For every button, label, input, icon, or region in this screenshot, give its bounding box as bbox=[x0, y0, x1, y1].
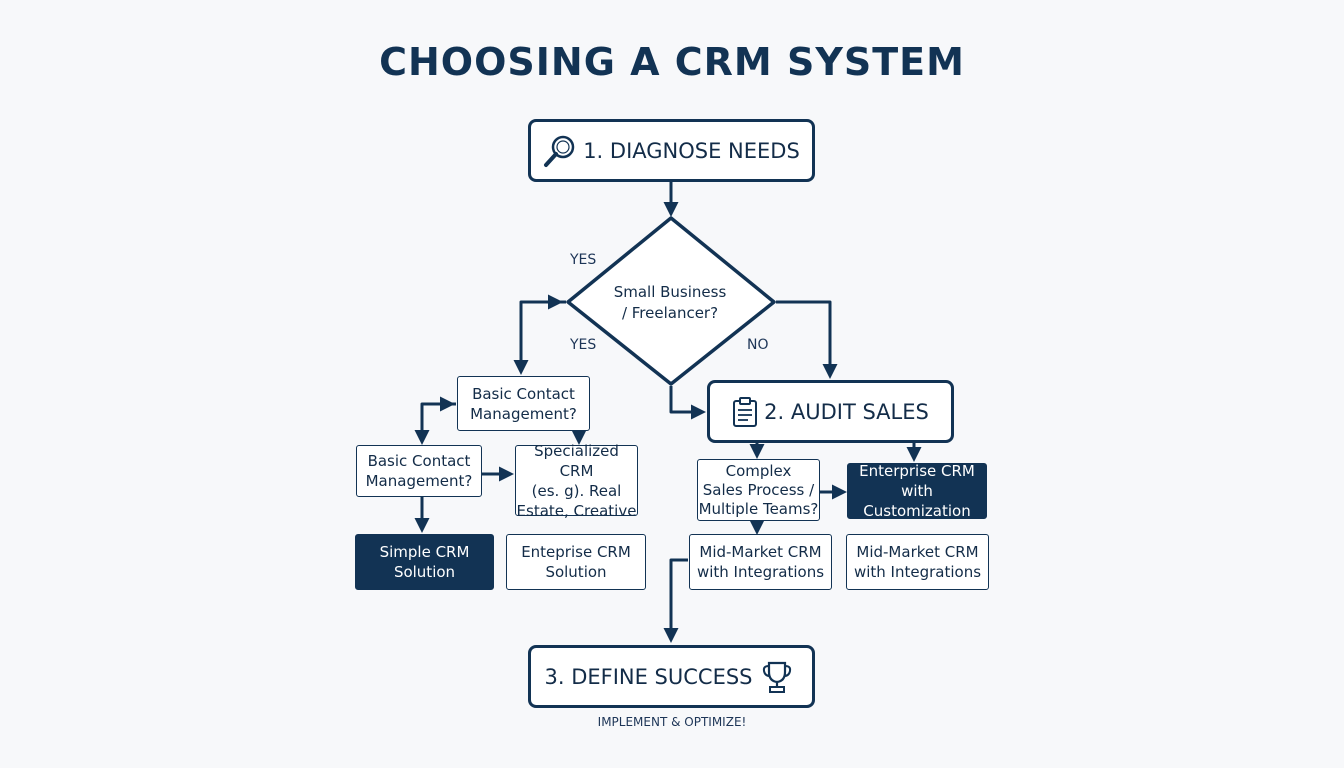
node-enterprise-customization: Enterprise CRM with Customization bbox=[847, 462, 987, 520]
node-basic-contact-upper: Basic Contact Management? bbox=[457, 376, 590, 431]
node-complex-sales: Complex Sales Process / Multiple Teams? bbox=[697, 459, 820, 521]
clipboard-icon bbox=[732, 396, 758, 427]
step-define-success: 3. DEFINE SUCCESS bbox=[528, 645, 815, 708]
node-enteprise-crm: Enteprise CRM Solution bbox=[506, 534, 646, 590]
decision-diamond bbox=[566, 216, 776, 386]
yes-label-bottom: YES bbox=[570, 337, 597, 353]
magnifier-icon bbox=[543, 134, 577, 168]
node-basic-contact-lower: Basic Contact Management? bbox=[356, 445, 482, 497]
step-audit-label: 2. AUDIT SALES bbox=[764, 399, 929, 424]
footer-caption: IMPLEMENT & OPTIMIZE! bbox=[597, 715, 747, 729]
node-specialized-crm: Specialized CRM (es. g). Real Estate, Cr… bbox=[515, 441, 638, 520]
node-midmarket-right: Mid-Market CRM with Integrations bbox=[846, 534, 989, 590]
node-simple-crm: Simple CRM Solution bbox=[355, 534, 494, 590]
decision-question: Small Business / Freelancer? bbox=[613, 283, 727, 322]
node-midmarket-left: Mid-Market CRM with Integrations bbox=[689, 534, 832, 590]
step-define-label: 3. DEFINE SUCCESS bbox=[544, 664, 753, 689]
yes-label-top: YES bbox=[570, 252, 597, 268]
step-audit-sales: 2. AUDIT SALES bbox=[707, 380, 954, 443]
step-diagnose-label: 1. DIAGNOSE NEEDS bbox=[583, 138, 800, 163]
no-label: NO bbox=[747, 337, 769, 353]
page-title: CHOOSING A CRM SYSTEM bbox=[379, 40, 965, 84]
step-diagnose-needs: 1. DIAGNOSE NEEDS bbox=[528, 119, 815, 182]
trophy-icon bbox=[761, 660, 793, 694]
